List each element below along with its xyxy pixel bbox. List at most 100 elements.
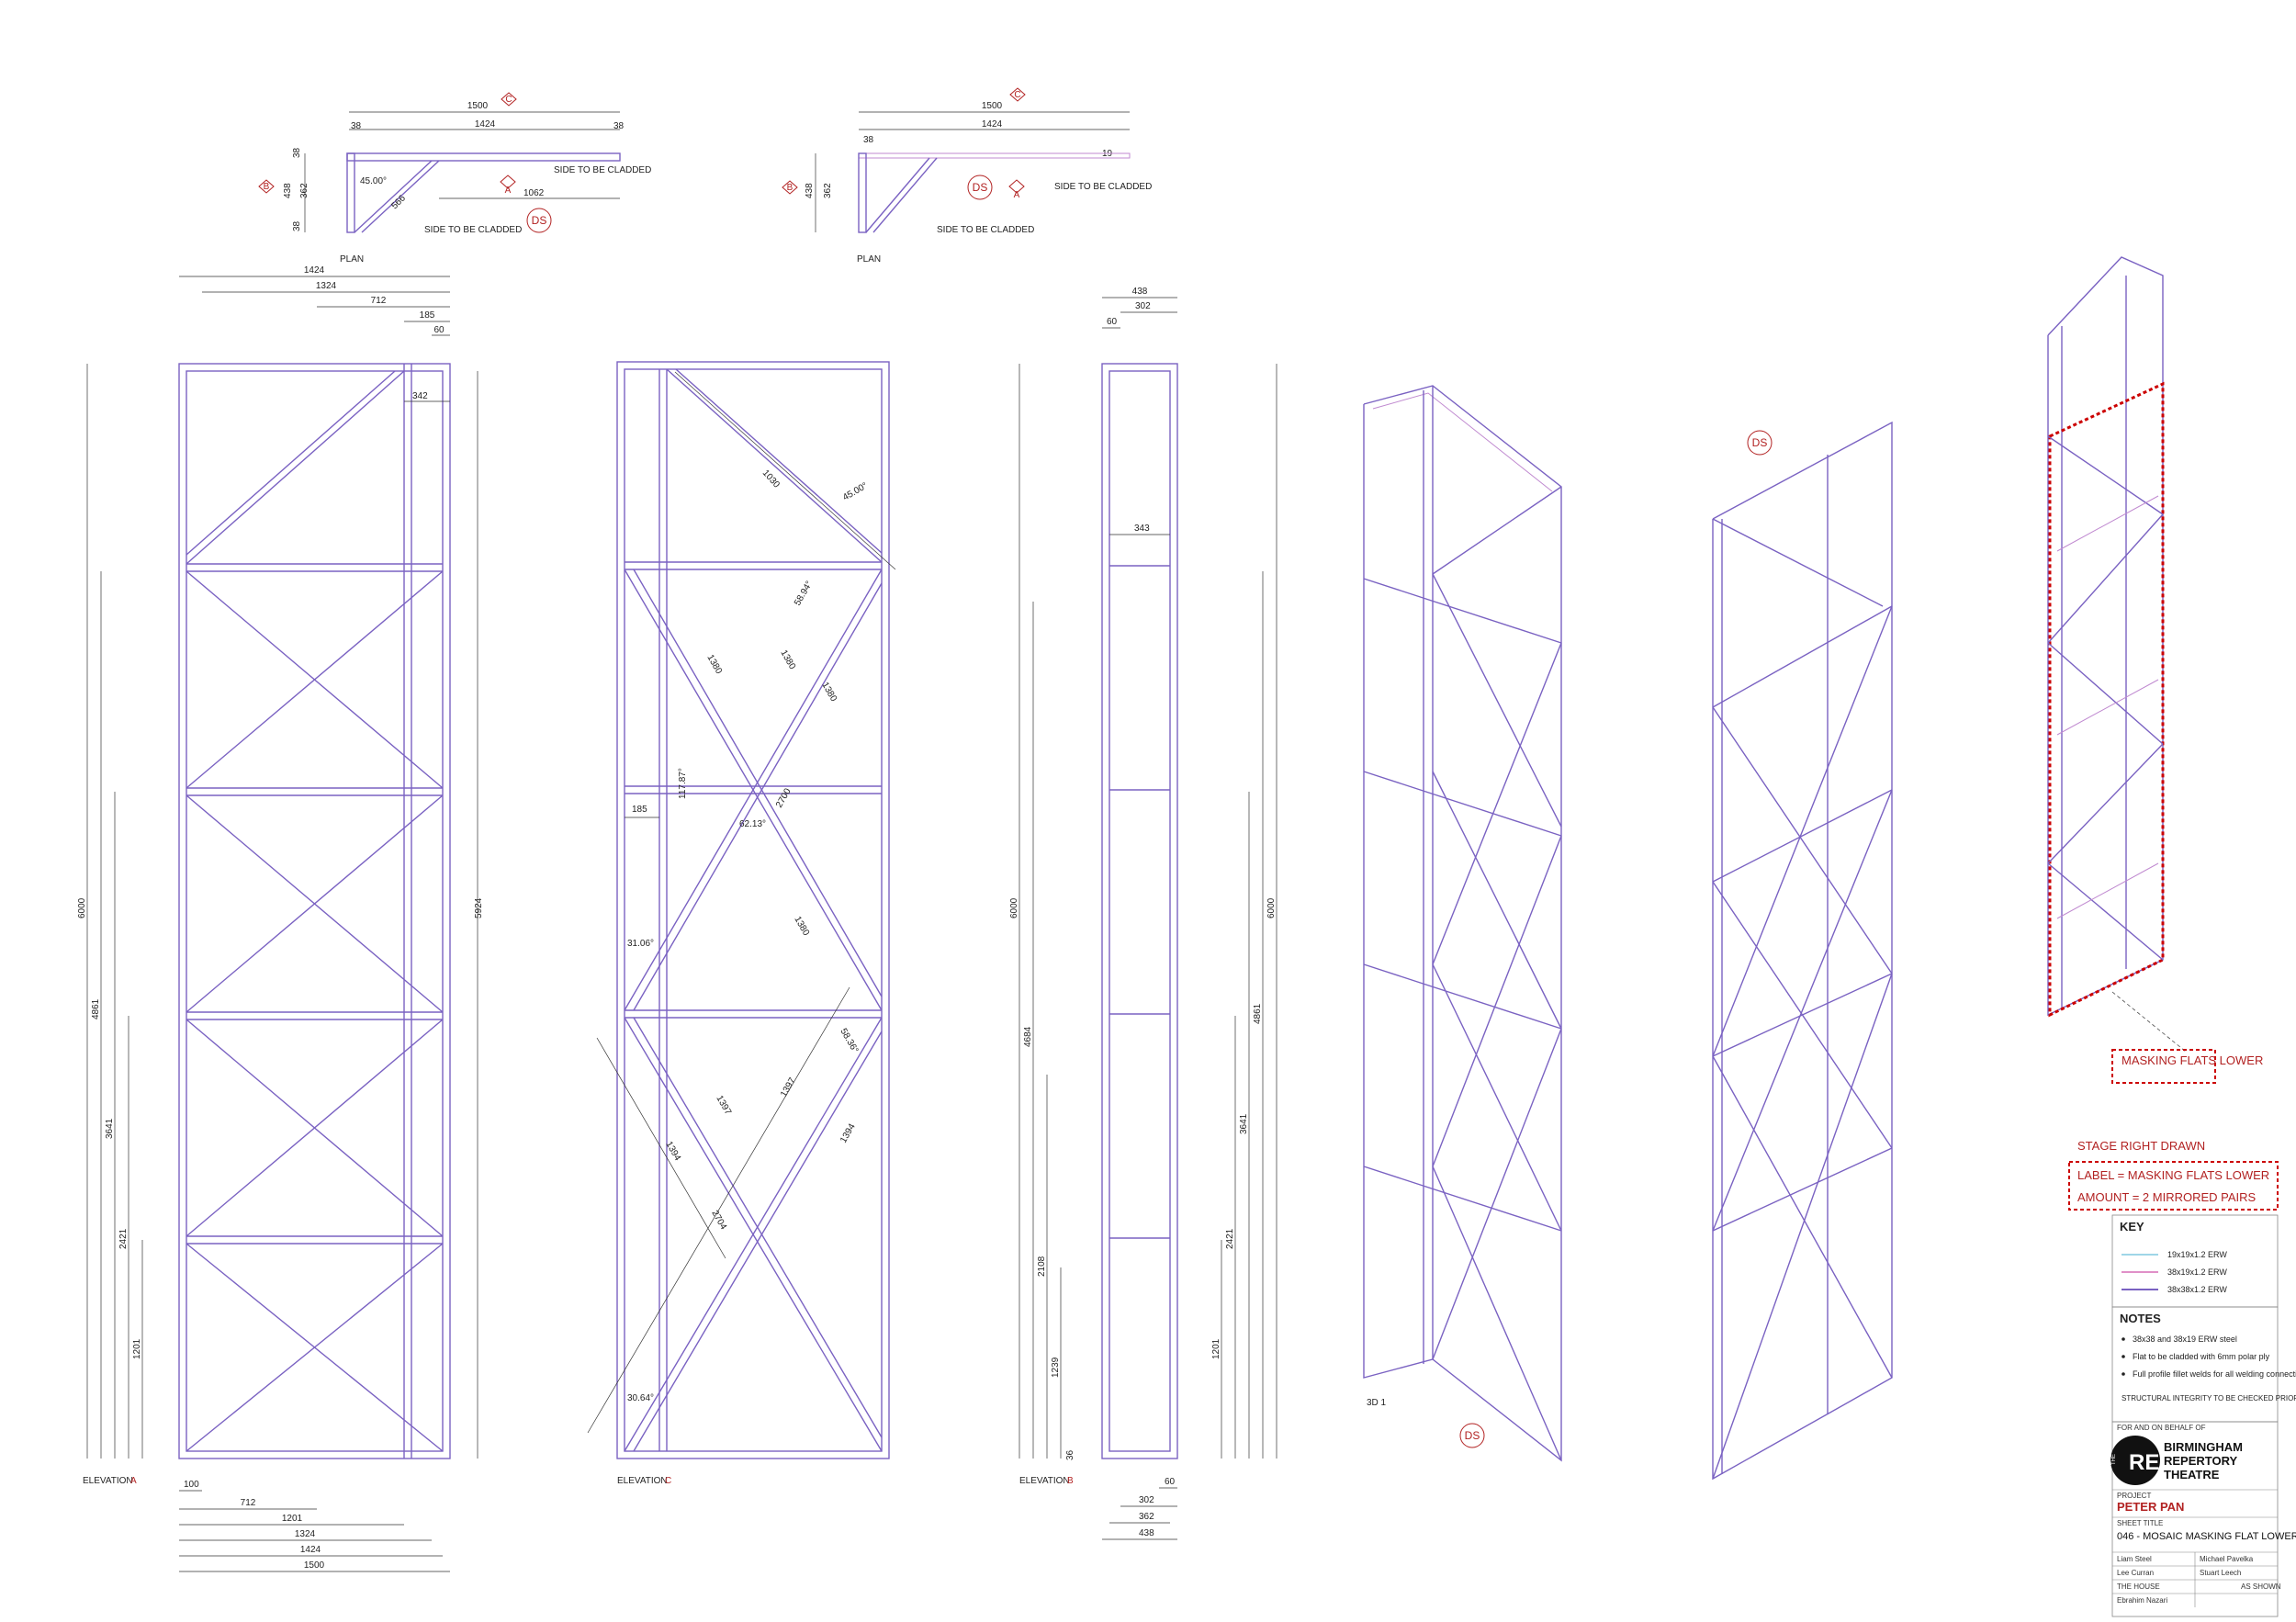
section-marker-b	[258, 179, 275, 194]
marker-label: B	[787, 183, 793, 193]
ds-label: DS	[973, 181, 988, 194]
view-label: ELEVATION	[617, 1476, 668, 1486]
view-label: PLAN	[857, 254, 881, 265]
dim: 362	[1139, 1512, 1154, 1522]
project-label: PROJECT	[2117, 1492, 2151, 1500]
dim: 38	[351, 121, 362, 131]
marker-label: C	[1014, 90, 1020, 100]
dim: 1424	[982, 119, 1003, 130]
dim: 1201	[1211, 1338, 1221, 1359]
dim: 62.13°	[739, 819, 766, 829]
note-item: 38x38 and 38x19 ERW steel	[2133, 1335, 2237, 1344]
dim: 712	[241, 1498, 256, 1508]
callout-text: MASKING FLATS LOWER	[2122, 1053, 2263, 1067]
dim: 1397	[714, 1094, 733, 1117]
company-line: REPERTORY	[2164, 1454, 2238, 1468]
note: SIDE TO BE CLADDED	[937, 225, 1034, 235]
view-label: 3D 1	[1367, 1398, 1387, 1408]
dim: 100	[184, 1480, 199, 1490]
dim: 343	[1134, 524, 1150, 534]
elevation-b: 438 302 60 343 6000 4684 2108 1239 36 60…	[1009, 287, 1277, 1540]
view-tag: C	[665, 1476, 671, 1486]
dim: 1500	[982, 101, 1003, 111]
dim: 117.87°	[678, 768, 688, 799]
dim: 1500	[304, 1560, 325, 1571]
view-label: ELEVATION	[1019, 1476, 1070, 1486]
dim: 38	[863, 135, 874, 145]
dim: 2421	[118, 1228, 129, 1249]
ds-marker	[1459, 1423, 1485, 1448]
notes-panel: NOTES 38x38 and 38x19 ERW steel Flat to …	[2111, 1306, 2296, 1423]
stage-title: STAGE RIGHT DRAWN	[2077, 1139, 2205, 1153]
company-line: BIRMINGHAM	[2164, 1440, 2243, 1454]
rep-logo	[2110, 1436, 2160, 1485]
dim: 1380	[704, 653, 724, 676]
scale: AS SHOWN	[2241, 1583, 2281, 1591]
view-tag: A	[130, 1476, 137, 1486]
sheet-title: 046 - MOSAIC MASKING FLAT LOWER	[2117, 1531, 2296, 1542]
dim: 1500	[467, 101, 489, 111]
dim: 2421	[1225, 1228, 1235, 1249]
marker-label: A	[1014, 190, 1020, 200]
iso-view-2: DS	[1712, 421, 1893, 1481]
key-item: 19x19x1.2 ERW	[2167, 1250, 2227, 1259]
dim: 38	[292, 147, 302, 158]
dim: 2700	[774, 786, 793, 809]
dim: 185	[632, 805, 647, 815]
section-marker-c	[1009, 87, 1026, 102]
notes-title: NOTES	[2120, 1312, 2161, 1325]
stage-amount-line: AMOUNT = 2 MIRRORED PAIRS	[2077, 1190, 2257, 1204]
section-marker-c	[501, 92, 517, 107]
warning: STRUCTURAL INTEGRITY TO BE CHECKED PRIOR…	[2122, 1394, 2296, 1402]
dim: 1424	[475, 119, 496, 130]
dim: 45.00°	[841, 481, 870, 503]
masking-flat-highlight	[2048, 381, 2165, 1018]
key-panel: KEY 19x19x1.2 ERW 38x19x1.2 ERW 38x38x1.…	[2111, 1214, 2279, 1308]
dim: 1324	[316, 281, 337, 291]
dim: 362	[299, 183, 310, 198]
dim: 60	[1107, 317, 1118, 327]
stage-label-line: LABEL = MASKING FLATS LOWER	[2077, 1168, 2269, 1182]
dim: 6000	[1009, 897, 1019, 918]
title-block: FOR AND ON BEHALF OF REP THE BIRMINGHAM …	[2110, 1421, 2296, 1617]
key-item: 38x38x1.2 ERW	[2167, 1285, 2227, 1294]
marker-label: B	[264, 182, 270, 192]
dim: 60	[1165, 1477, 1176, 1487]
person: Stuart Leech	[2200, 1569, 2241, 1577]
behalf-label: FOR AND ON BEHALF OF	[2117, 1424, 2206, 1432]
dim: 3641	[105, 1118, 115, 1139]
note-item: Flat to be cladded with 6mm polar ply	[2133, 1352, 2270, 1361]
dim: 438	[283, 183, 293, 198]
dim: 58.94°	[793, 580, 815, 608]
elevation-a: 1424 1324 712 185 60 342 6000 4861 3641 …	[77, 265, 484, 1572]
plan-view-2: 1500 1424 38 19 C 438 362 B DS A SIDE TO…	[782, 87, 1152, 265]
logo-text: REP	[2129, 1450, 2174, 1475]
dim: 38	[292, 220, 302, 231]
view-label: ELEVATION	[83, 1476, 133, 1486]
dim: 1030	[760, 468, 782, 490]
venue: THE HOUSE	[2117, 1583, 2160, 1591]
dim: 38	[613, 121, 625, 131]
dim: 6000	[77, 897, 87, 918]
dim: 342	[412, 391, 428, 401]
iso-view-1: 3D 1 DS	[1363, 385, 1562, 1462]
person: Lee Curran	[2117, 1569, 2154, 1577]
key-title: KEY	[2120, 1220, 2144, 1233]
ds-label: DS	[1465, 1429, 1480, 1442]
dim: 1394	[838, 1121, 858, 1144]
ds-marker	[1747, 430, 1773, 456]
note-item: Full profile fillet welds for all weldin…	[2133, 1369, 2296, 1379]
dim: 58.36°	[838, 1027, 860, 1055]
dim: 1424	[304, 265, 325, 276]
dim: 566	[389, 193, 408, 211]
section-marker-a	[1008, 179, 1025, 194]
dim: 4861	[91, 998, 101, 1019]
dim: 1380	[792, 915, 811, 938]
dim: 6000	[1266, 897, 1277, 918]
dim: 438	[1139, 1528, 1154, 1538]
dim: 4861	[1253, 1003, 1263, 1024]
dim: 185	[420, 310, 435, 321]
sheet-label: SHEET TITLE	[2117, 1519, 2163, 1527]
dim: 36	[1065, 1449, 1075, 1460]
ds-marker	[967, 175, 993, 200]
